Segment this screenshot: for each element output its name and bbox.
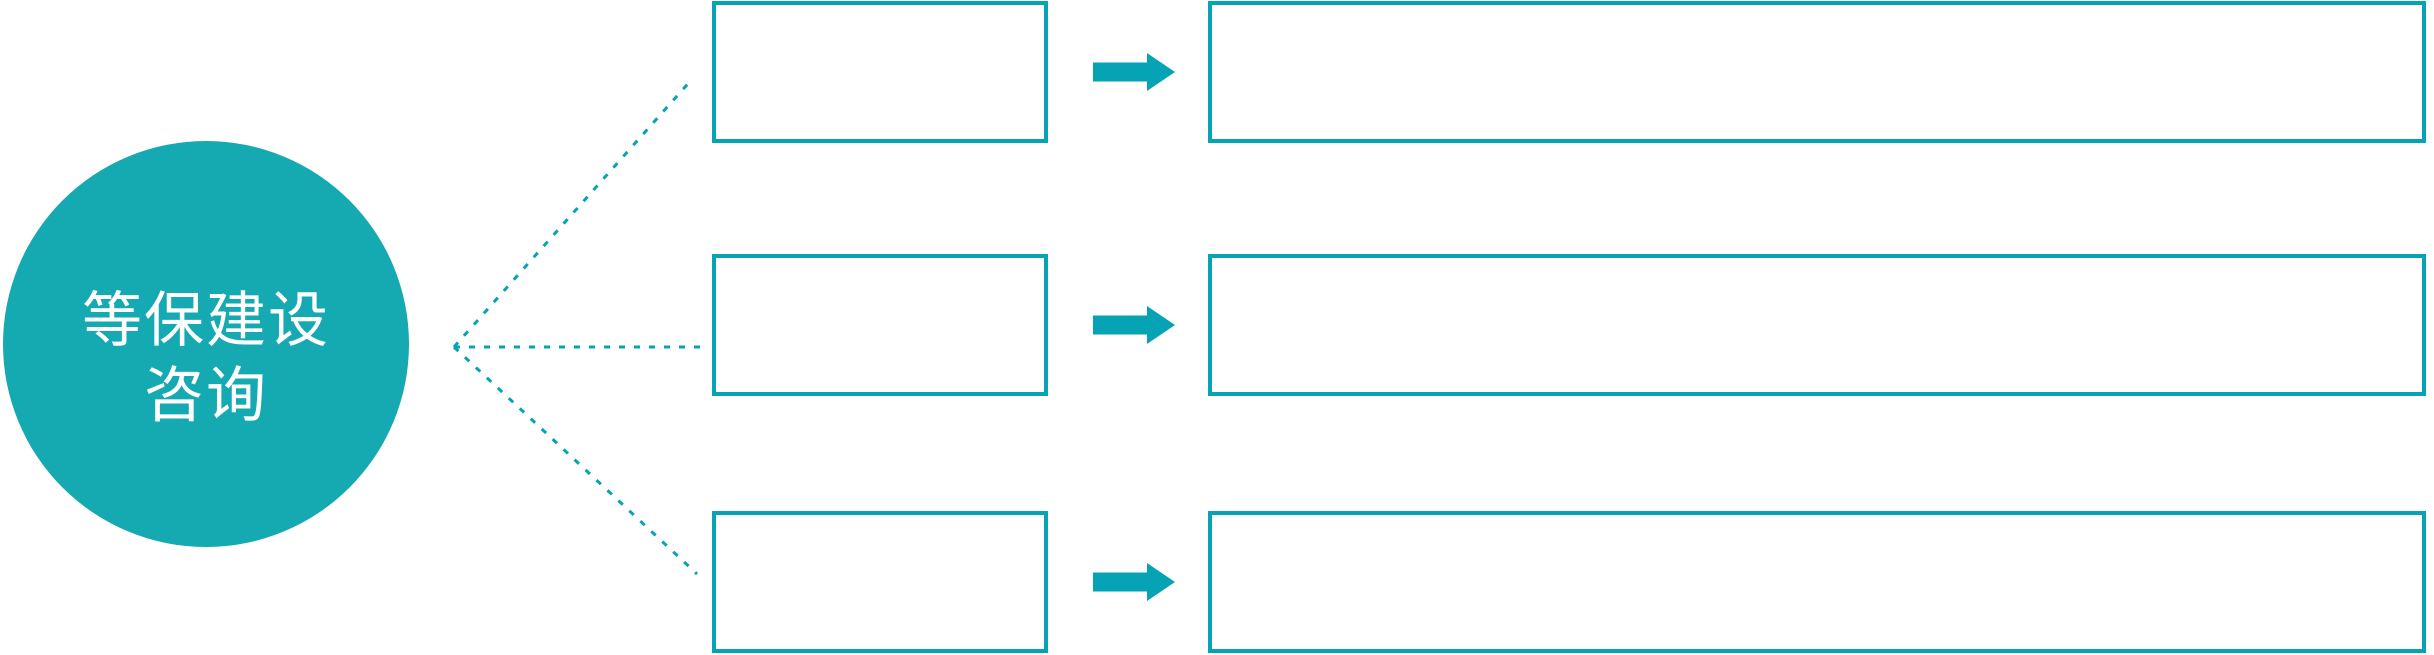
- category-box-3[interactable]: [712, 511, 1048, 653]
- root-node-circle[interactable]: 等保建设 咨询: [3, 141, 409, 547]
- connector-line-bottom: [452, 345, 699, 576]
- connector-line-top: [452, 77, 695, 348]
- category-box-1[interactable]: [712, 1, 1048, 143]
- right-arrow-icon: [1093, 53, 1175, 91]
- right-arrow-icon: [1093, 306, 1175, 344]
- right-arrow-icon: [1093, 563, 1175, 601]
- detail-box-2[interactable]: [1208, 254, 2426, 396]
- category-box-2[interactable]: [712, 254, 1048, 396]
- root-node-label-line1: 等保建设: [82, 287, 330, 354]
- detail-box-3[interactable]: [1208, 511, 2426, 653]
- root-node-label-line2: 咨询: [144, 362, 268, 429]
- detail-box-1[interactable]: [1208, 1, 2426, 143]
